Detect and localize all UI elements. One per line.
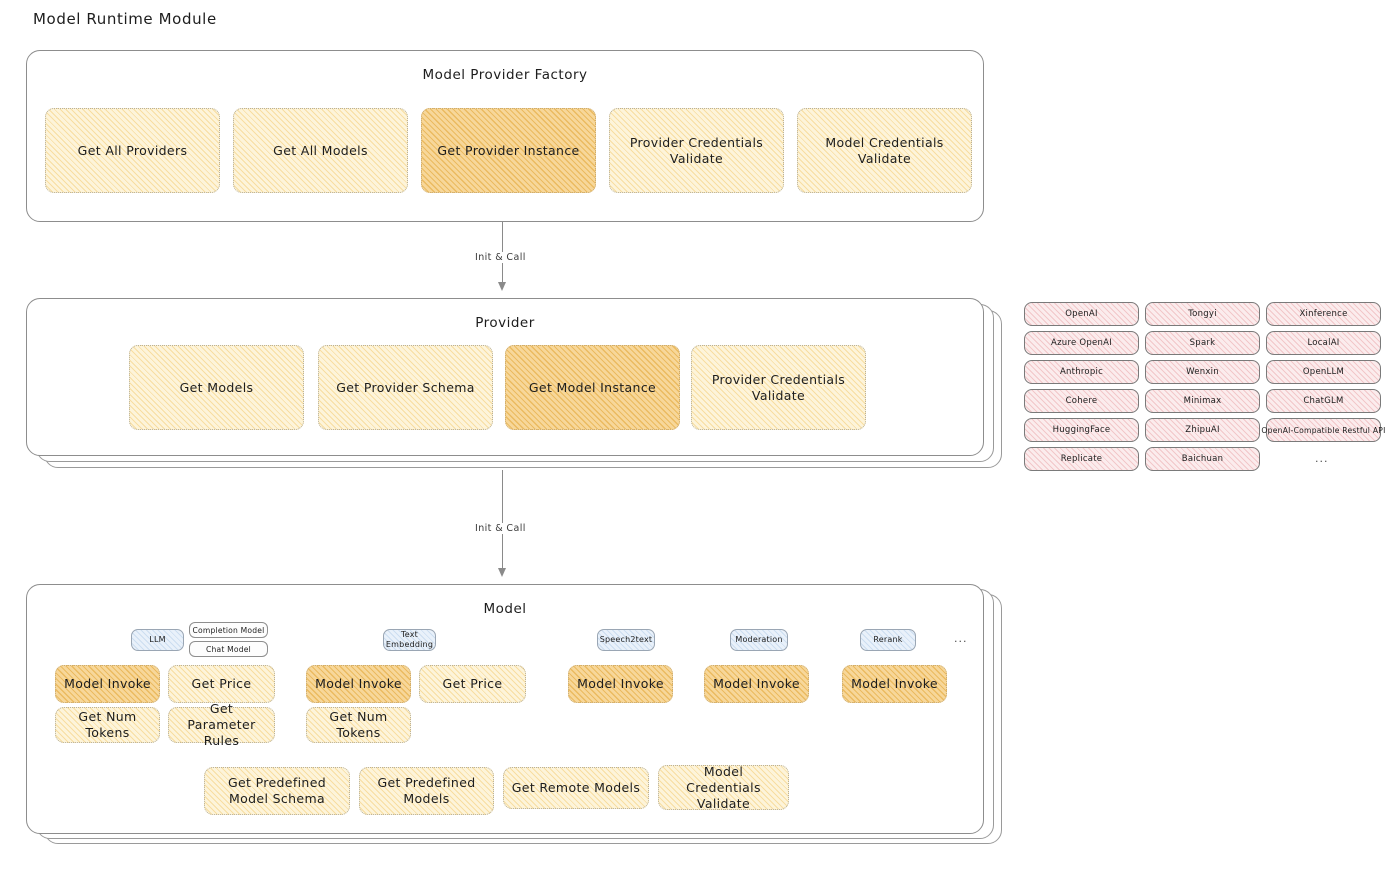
provider-chip-anthropic[interactable]: Anthropic: [1024, 360, 1139, 384]
provider-chip-minimax[interactable]: Minimax: [1145, 389, 1260, 413]
model-subtype-chip-completion-model[interactable]: Completion Model: [189, 622, 268, 638]
node-get-remote-models[interactable]: Get Remote Models: [503, 767, 649, 809]
provider-panel: Provider Get Models Get Provider Schema …: [26, 298, 984, 456]
page-title: Model Runtime Module: [33, 10, 217, 28]
node-model-credentials-validate-2[interactable]: Model Credentials Validate: [658, 764, 789, 811]
panel-title-factory: Model Provider Factory: [422, 67, 588, 83]
arrow-label-init-call-1: Init & Call: [472, 252, 529, 263]
node-text-embedding-model-invoke[interactable]: Model Invoke: [306, 665, 411, 703]
node-get-all-models[interactable]: Get All Models: [233, 108, 408, 193]
panel-title-provider: Provider: [475, 315, 535, 331]
node-get-predefined-models[interactable]: Get Predefined Models: [359, 767, 494, 815]
node-get-provider-instance[interactable]: Get Provider Instance: [421, 108, 596, 193]
model-type-chip-llm[interactable]: LLM: [131, 629, 184, 651]
provider-chip-azure-openai[interactable]: Azure OpenAI: [1024, 331, 1139, 355]
model-subtype-chip-chat-model[interactable]: Chat Model: [189, 641, 268, 657]
node-provider-credentials-validate[interactable]: Provider Credentials Validate: [609, 108, 784, 193]
providers-chip-panel: OpenAI Azure OpenAI Anthropic Cohere Hug…: [1024, 300, 1385, 480]
node-provider-credentials-validate-2[interactable]: Provider Credentials Validate: [691, 345, 866, 430]
provider-chip-more-ellipsis: ...: [1315, 452, 1329, 465]
model-type-chip-speech2text[interactable]: Speech2text: [597, 629, 655, 651]
provider-chip-localai[interactable]: LocalAI: [1266, 331, 1381, 355]
provider-chip-openai-compatible-restful-api[interactable]: OpenAI-Compatible Restful API: [1261, 418, 1385, 442]
node-speech2text-model-invoke[interactable]: Model Invoke: [568, 665, 673, 703]
provider-chip-tongyi[interactable]: Tongyi: [1145, 302, 1260, 326]
node-get-model-instance[interactable]: Get Model Instance: [505, 345, 680, 430]
arrow-head-factory-to-provider: [498, 282, 506, 291]
node-get-all-providers[interactable]: Get All Providers: [45, 108, 220, 193]
model-type-chip-moderation[interactable]: Moderation: [730, 629, 788, 651]
provider-chip-zhipuai[interactable]: ZhipuAI: [1145, 418, 1260, 442]
provider-chip-openllm[interactable]: OpenLLM: [1266, 360, 1381, 384]
provider-chip-spark[interactable]: Spark: [1145, 331, 1260, 355]
provider-chip-baichuan[interactable]: Baichuan: [1145, 447, 1260, 471]
arrow-provider-to-model: [502, 470, 503, 570]
model-provider-factory-panel: Model Provider Factory Get All Providers…: [26, 50, 984, 222]
node-llm-get-parameter-rules[interactable]: Get Parameter Rules: [168, 701, 275, 748]
arrow-label-init-call-2: Init & Call: [472, 523, 529, 534]
provider-chip-replicate[interactable]: Replicate: [1024, 447, 1139, 471]
node-llm-model-invoke[interactable]: Model Invoke: [55, 665, 160, 703]
node-rerank-model-invoke[interactable]: Model Invoke: [842, 665, 947, 703]
model-type-more-ellipsis: ...: [954, 632, 968, 645]
node-moderation-model-invoke[interactable]: Model Invoke: [704, 665, 809, 703]
provider-chip-huggingface[interactable]: HuggingFace: [1024, 418, 1139, 442]
provider-chip-chatglm[interactable]: ChatGLM: [1266, 389, 1381, 413]
panel-title-model: Model: [483, 601, 527, 617]
provider-chip-cohere[interactable]: Cohere: [1024, 389, 1139, 413]
provider-chip-openai[interactable]: OpenAI: [1024, 302, 1139, 326]
provider-chip-wenxin[interactable]: Wenxin: [1145, 360, 1260, 384]
node-text-embedding-get-price[interactable]: Get Price: [419, 665, 526, 703]
model-type-chip-text-embedding[interactable]: Text Embedding: [383, 629, 436, 651]
node-get-models[interactable]: Get Models: [129, 345, 304, 430]
arrow-head-provider-to-model: [498, 568, 506, 577]
node-get-provider-schema[interactable]: Get Provider Schema: [318, 345, 493, 430]
node-text-embedding-get-num-tokens[interactable]: Get Num Tokens: [306, 707, 411, 743]
node-llm-get-num-tokens[interactable]: Get Num Tokens: [55, 707, 160, 743]
model-type-chip-rerank[interactable]: Rerank: [860, 629, 916, 651]
node-get-predefined-model-schema[interactable]: Get Predefined Model Schema: [204, 767, 350, 815]
provider-chip-xinference[interactable]: Xinference: [1266, 302, 1381, 326]
model-panel: Model LLM Completion Model Chat Model Mo…: [26, 584, 984, 834]
node-llm-get-price[interactable]: Get Price: [168, 665, 275, 703]
node-model-credentials-validate[interactable]: Model Credentials Validate: [797, 108, 972, 193]
